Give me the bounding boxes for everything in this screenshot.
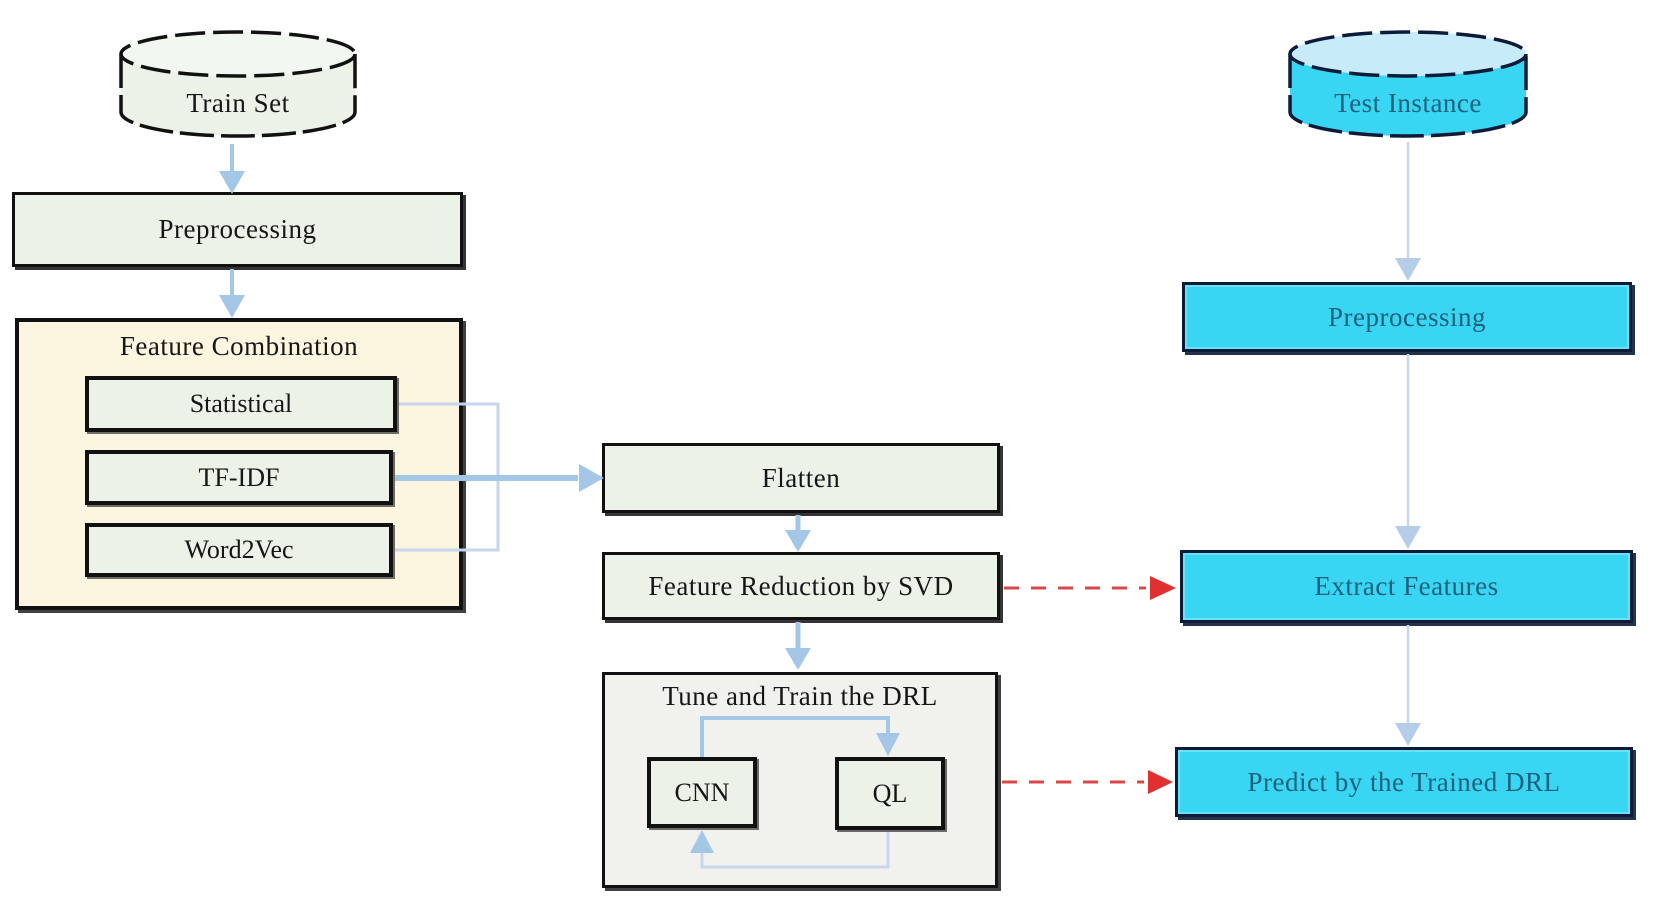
feature-word2vec-label: Word2Vec [184, 535, 294, 564]
test-instance-cylinder: Test Instance [1287, 28, 1529, 142]
cylinder-shape [119, 30, 357, 138]
train-preprocessing-label: Preprocessing [158, 214, 317, 245]
feature-word2vec-box: Word2Vec [85, 523, 393, 577]
arrow-drl-to-predict [1002, 770, 1173, 794]
arrow-preprocessing-to-extract [1395, 354, 1421, 549]
feature-statistical-box: Statistical [85, 376, 397, 432]
predict-box: Predict by the Trained DRL [1175, 747, 1633, 817]
train-set-cylinder: Train Set [118, 28, 358, 142]
extract-features-box: Extract Features [1180, 550, 1633, 623]
test-preprocessing-label: Preprocessing [1328, 301, 1486, 332]
cylinder-shape [1288, 30, 1528, 138]
feature-combination-title: Feature Combination [119, 331, 359, 361]
predict-label: Predict by the Trained DRL [1247, 766, 1561, 797]
arrow-extract-to-predict [1395, 625, 1421, 746]
drl-panel-title: Tune and Train the DRL [662, 681, 938, 711]
flatten-box: Flatten [602, 443, 1000, 513]
arrow-testinstance-to-preprocessing [1395, 142, 1421, 281]
cnn-label: CNN [674, 777, 730, 807]
train-set-label: Train Set [186, 87, 290, 118]
flatten-label: Flatten [761, 462, 841, 493]
svd-label: Feature Reduction by SVD [648, 570, 954, 601]
arrow-preprocessing-to-featurecombination [219, 269, 245, 318]
test-preprocessing-box: Preprocessing [1182, 282, 1632, 352]
train-preprocessing-box: Preprocessing [12, 192, 463, 267]
svd-box: Feature Reduction by SVD [602, 552, 1000, 620]
arrow-trainset-to-preprocessing [219, 144, 245, 194]
ql-label: QL [872, 778, 908, 808]
cnn-box: CNN [647, 757, 757, 828]
test-instance-label: Test Instance [1334, 87, 1482, 118]
arrow-svd-to-extract [1004, 576, 1176, 600]
extract-features-label: Extract Features [1314, 571, 1499, 602]
feature-tfidf-box: TF-IDF [85, 450, 393, 505]
feature-tfidf-label: TF-IDF [198, 462, 280, 492]
arrow-flatten-to-svd [785, 515, 811, 552]
arrow-svd-to-drl [785, 622, 811, 670]
feature-statistical-label: Statistical [189, 389, 293, 418]
ql-box: QL [835, 757, 945, 830]
